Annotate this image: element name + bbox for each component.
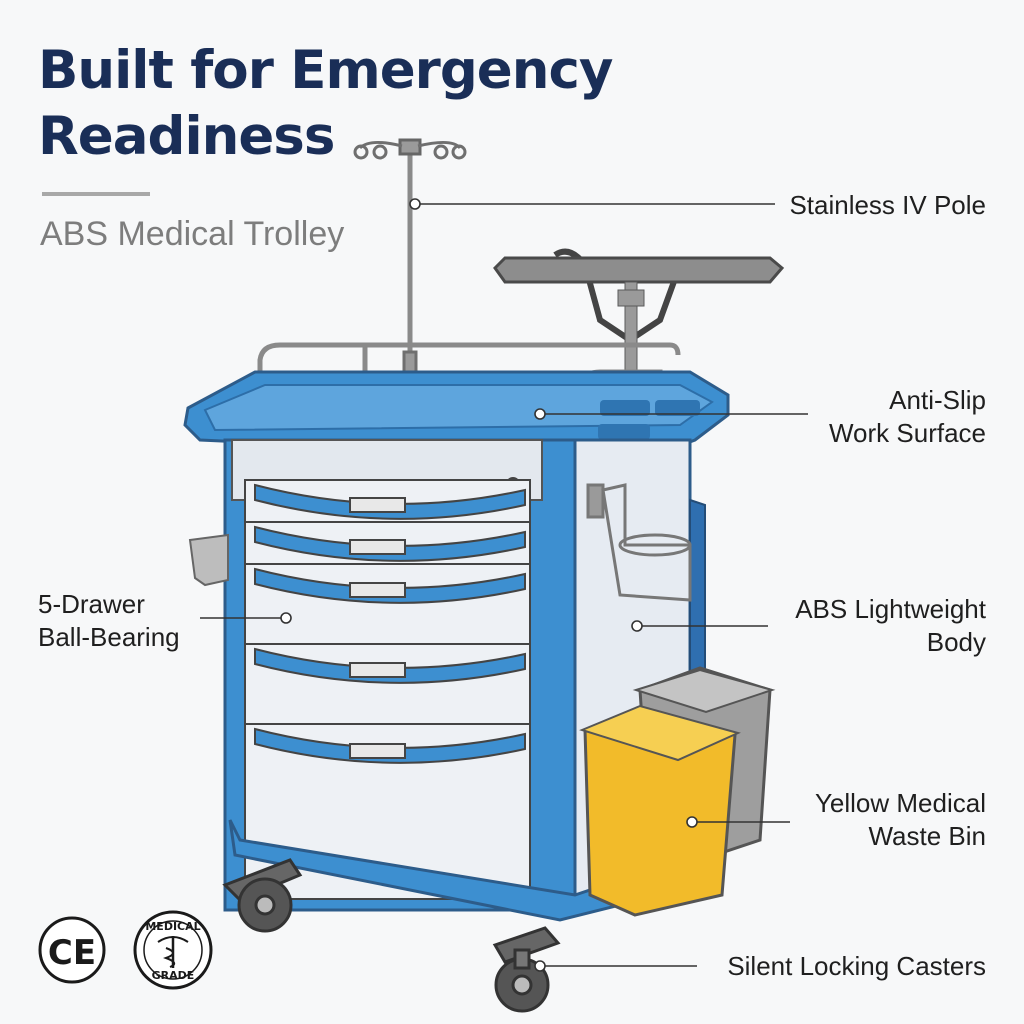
callout-body-line1: ABS Lightweight bbox=[795, 594, 986, 624]
callout-drawers: 5-Drawer Ball-Bearing bbox=[38, 588, 180, 654]
seal-bottom-text: GRADE bbox=[152, 969, 195, 982]
callout-leaders bbox=[200, 198, 808, 972]
callout-waste-bin: Yellow Medical Waste Bin bbox=[815, 787, 986, 853]
callout-drawers-line1: 5-Drawer bbox=[38, 589, 145, 619]
caster-wheel-icon bbox=[222, 858, 561, 1013]
title-line-1: Built for Emergency bbox=[38, 40, 613, 101]
callout-iv-pole-text: Stainless IV Pole bbox=[789, 190, 986, 220]
iv-pole-icon bbox=[353, 138, 467, 374]
callout-work-surface-line1: Anti-Slip bbox=[889, 385, 986, 415]
page-title: Built for Emergency Readiness bbox=[38, 38, 613, 170]
medical-grade-seal-icon: MEDICAL GRADE bbox=[133, 910, 213, 990]
title-line-2: Readiness bbox=[38, 106, 335, 167]
drawers-icon bbox=[244, 479, 531, 900]
callout-drawers-line2: Ball-Bearing bbox=[38, 622, 180, 652]
side-tray-icon bbox=[493, 248, 785, 383]
side-basket-icon bbox=[188, 533, 229, 587]
ce-mark-icon: CE bbox=[38, 916, 106, 984]
page-subtitle: ABS Medical Trolley bbox=[40, 215, 345, 253]
title-divider bbox=[42, 192, 150, 196]
ce-mark-text: CE bbox=[48, 933, 96, 973]
work-surface-icon bbox=[183, 370, 730, 462]
callout-casters: Silent Locking Casters bbox=[727, 950, 986, 983]
callout-iv-pole: Stainless IV Pole bbox=[789, 189, 986, 222]
callout-body: ABS Lightweight Body bbox=[795, 593, 986, 659]
seal-top-text: MEDICAL bbox=[145, 920, 200, 933]
callout-body-line2: Body bbox=[926, 627, 986, 657]
callout-work-surface-line2: Work Surface bbox=[828, 418, 986, 448]
callout-casters-text: Silent Locking Casters bbox=[727, 951, 986, 981]
bottle-holder-icon bbox=[586, 483, 692, 602]
callout-waste-bin-line1: Yellow Medical bbox=[814, 788, 986, 818]
callout-work-surface: Anti-Slip Work Surface bbox=[829, 384, 986, 450]
callout-waste-bin-line2: Waste Bin bbox=[868, 821, 986, 851]
waste-bin-icon bbox=[579, 666, 776, 917]
